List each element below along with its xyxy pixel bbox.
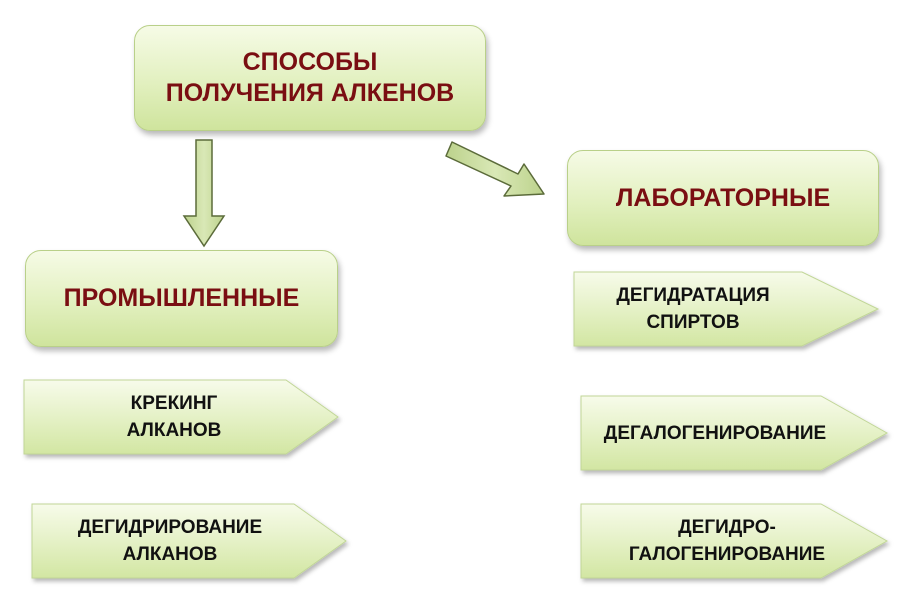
- laboratory-item-dehydration: ДЕГИДРАТАЦИЯ СПИРТОВ: [573, 271, 882, 348]
- arrow-down-icon: [182, 139, 226, 248]
- item-line-1: ДЕГИДРАТАЦИЯ: [616, 285, 770, 306]
- root-line-2: ПОЛУЧЕНИЯ АЛКЕНОВ: [165, 79, 455, 107]
- item-line-1: ДЕГИДРИРОВАНИЕ: [77, 517, 263, 538]
- industrial-item-cracking: КРЕКИНГ АЛКАНОВ: [23, 379, 340, 456]
- item-line-2: АЛКАНОВ: [122, 544, 218, 565]
- industrial-item-dehydrogenation: ДЕГИДРИРОВАНИЕ АЛКАНОВ: [31, 503, 348, 580]
- item-line-1: ДЕГАЛОГЕНИРОВАНИЕ: [603, 422, 827, 444]
- laboratory-node: ЛАБОРАТОРНЫЕ: [567, 150, 879, 246]
- item-line-1: КРЕКИНГ: [130, 393, 218, 414]
- laboratory-item-dehydrohalogenation: ДЕГИДРО- ГАЛОГЕНИРОВАНИЕ: [580, 503, 891, 580]
- root-line-1: СПОСОБЫ: [242, 48, 378, 76]
- root-node: СПОСОБЫ ПОЛУЧЕНИЯ АЛКЕНОВ: [134, 25, 486, 131]
- item-line-2: АЛКАНОВ: [126, 420, 222, 441]
- industrial-title: ПРОМЫШЛЕННЫЕ: [63, 284, 300, 312]
- laboratory-item-dehalogenation: ДЕГАЛОГЕНИРОВАНИЕ: [580, 395, 891, 472]
- industrial-node: ПРОМЫШЛЕННЫЕ: [25, 250, 338, 347]
- item-line-2: ГАЛОГЕНИРОВАНИЕ: [628, 544, 826, 565]
- laboratory-title: ЛАБОРАТОРНЫЕ: [615, 183, 831, 212]
- item-line-2: СПИРТОВ: [646, 312, 740, 333]
- arrow-diagonal-icon: [445, 141, 545, 197]
- item-line-1: ДЕГИДРО-: [678, 517, 776, 538]
